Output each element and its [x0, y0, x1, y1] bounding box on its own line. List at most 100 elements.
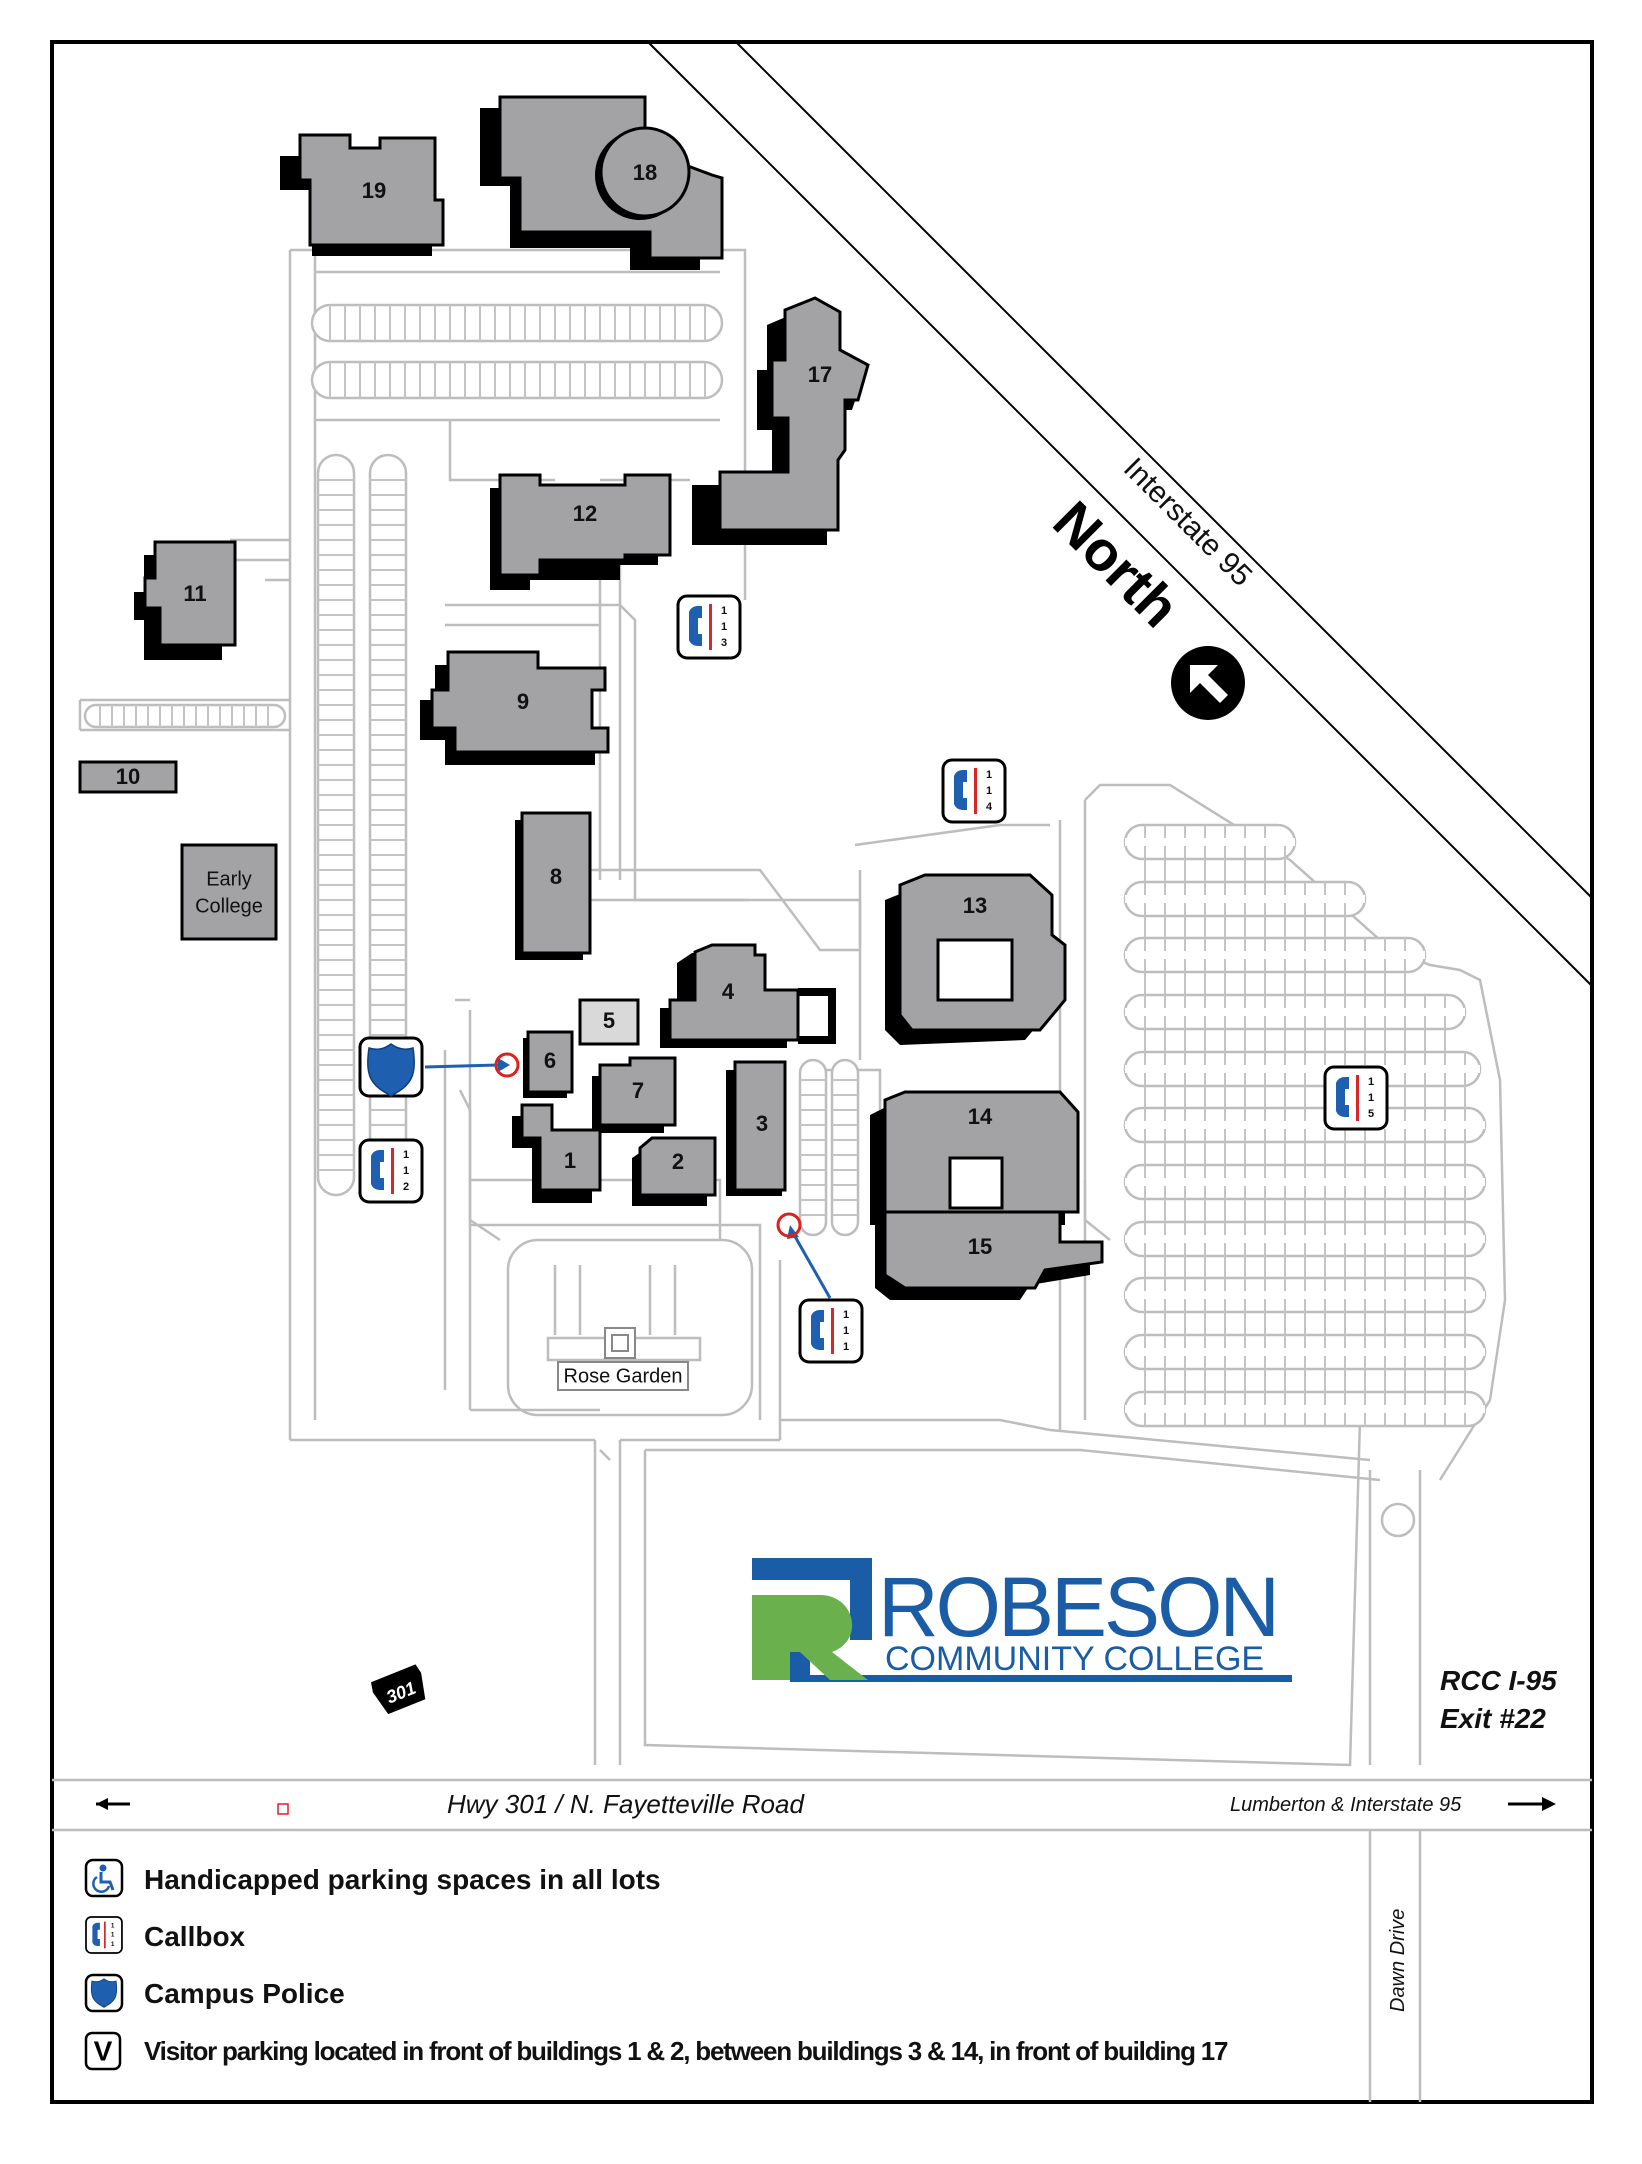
legend-handicapped-text: Handicapped parking spaces in all lots [144, 1864, 661, 1895]
building-8: 8 [515, 811, 592, 960]
phone-icon [941, 758, 1007, 824]
phone-icon [676, 594, 742, 660]
phone-icon: 1 1 1 [85, 1916, 123, 1954]
exit-line1: RCC I-95 [1440, 1665, 1557, 1696]
building-2-label: 2 [672, 1149, 684, 1174]
building-13-label: 13 [963, 893, 987, 918]
building-19: 19 [280, 133, 445, 256]
building-9-label: 9 [517, 689, 529, 714]
callbox-114-d3: 4 [986, 801, 993, 813]
parking-row-north-2 [310, 360, 724, 400]
callbox-111-d3: 1 [843, 1341, 849, 1353]
callbox-113-d1: 1 [721, 605, 727, 617]
building-3-label: 3 [756, 1111, 768, 1136]
building-10-label: 10 [116, 764, 140, 789]
building-17: 17 [692, 296, 870, 545]
building-14: 14 [870, 1090, 1080, 1225]
early-college-line2: College [195, 895, 263, 917]
building-15-label: 15 [968, 1234, 992, 1259]
building-13: 13 [885, 873, 1067, 1045]
building-6: 6 [523, 1030, 574, 1098]
building-11: 11 [134, 540, 237, 660]
route-301-shield: 301 [371, 1664, 426, 1715]
phone-icon [1323, 1065, 1389, 1131]
building-14-label: 14 [968, 1104, 993, 1129]
parking-row-north-1 [310, 303, 724, 343]
svg-text:1: 1 [111, 1932, 115, 1939]
parking-row-center-1 [798, 1058, 860, 1237]
visitor-symbol: V [94, 2035, 113, 2066]
police-location-marker [494, 1052, 520, 1078]
building-7-label: 7 [632, 1078, 644, 1103]
legend-police-text: Campus Police [144, 1978, 345, 2009]
logo-subtitle: COMMUNITY COLLEGE [885, 1640, 1264, 1678]
callbox-115-d3: 5 [1368, 1108, 1374, 1120]
highway-301: Hwy 301 / N. Fayetteville Road Lumberton… [96, 1789, 1556, 1819]
building-19-label: 19 [362, 178, 386, 203]
exit-line2: Exit #22 [1440, 1703, 1546, 1734]
legend-callbox: 1 1 1 Callbox [85, 1916, 246, 1954]
highway-label: Hwy 301 / N. Fayetteville Road [447, 1789, 805, 1819]
building-4: 4 [660, 943, 836, 1048]
early-college: Early College [180, 843, 278, 941]
buildings: 19 18 17 12 11 [78, 95, 1104, 1300]
parking-row-lot10 [83, 703, 287, 729]
callbox-112-d2: 1 [403, 1165, 409, 1177]
building-15: 15 [875, 1210, 1104, 1300]
building-1: 1 [512, 1103, 602, 1203]
legend-police: Campus Police [84, 1973, 345, 2013]
callbox-114-d2: 1 [986, 785, 992, 797]
rose-garden-label: Rose Garden [564, 1365, 683, 1387]
rose-garden: Rose Garden [546, 1265, 702, 1391]
building-17-label: 17 [808, 362, 832, 387]
logo-r-green [752, 1595, 868, 1680]
dawn-drive-label: Dawn Drive [1387, 1909, 1409, 2012]
visitor-parking-icon [84, 2031, 122, 2071]
building-9: 9 [420, 650, 610, 765]
callbox-115-d1: 1 [1368, 1076, 1374, 1088]
building-6-label: 6 [544, 1048, 556, 1073]
callbox-115[interactable]: 1 1 5 [1323, 1065, 1389, 1131]
callbox-111[interactable]: 1 1 1 [798, 1298, 864, 1364]
building-2: 2 [632, 1136, 717, 1206]
svg-text:1: 1 [111, 1941, 115, 1948]
building-3: 3 [726, 1060, 787, 1196]
logo-name: ROBESON [878, 1560, 1277, 1654]
building-18: 18 [480, 95, 724, 270]
building-18-label: 18 [633, 160, 657, 185]
north-arrow-icon [1171, 646, 1245, 720]
callbox-111-d1: 1 [843, 1309, 849, 1321]
college-logo: ROBESON COMMUNITY COLLEGE [752, 1558, 1292, 1682]
early-college-line1: Early [206, 868, 252, 890]
phone-icon [358, 1138, 424, 1204]
building-11-label: 11 [183, 581, 206, 606]
logo-r-blue [752, 1558, 872, 1640]
building-10: 10 [78, 760, 178, 794]
callbox-115-d2: 1 [1368, 1092, 1374, 1104]
building-12: 12 [490, 473, 672, 590]
police-badge-icon [84, 1973, 124, 2013]
wheelchair-icon [84, 1858, 124, 1898]
legend-visitor-text: Visitor parking located in front of buil… [144, 2036, 1228, 2066]
callbox-112[interactable]: 1 1 2 [358, 1138, 424, 1204]
callbox-113-d3: 3 [721, 637, 727, 649]
building-12-label: 12 [573, 501, 597, 526]
east-destination-label: Lumberton & Interstate 95 [1230, 1794, 1462, 1816]
parking-rows-east [1123, 823, 1487, 1428]
callbox-113[interactable]: 1 1 3 [676, 594, 742, 660]
callbox-113-d2: 1 [721, 621, 727, 633]
legend-handicapped: Handicapped parking spaces in all lots [84, 1858, 661, 1898]
callbox-111-d2: 1 [843, 1325, 849, 1337]
building-1-label: 1 [564, 1148, 576, 1173]
building-8-label: 8 [550, 864, 562, 889]
svg-text:1: 1 [111, 1922, 115, 1929]
police-station-marker[interactable] [358, 1036, 424, 1098]
rose-garden-sign [557, 1361, 689, 1391]
callbox-114[interactable]: 1 1 4 [941, 758, 1007, 824]
callbox-111-location-marker [776, 1212, 802, 1238]
parking-stalls [83, 303, 1487, 1428]
building-5: 5 [578, 998, 640, 1046]
building-5-label: 5 [603, 1008, 615, 1033]
building-7: 7 [592, 1056, 677, 1133]
